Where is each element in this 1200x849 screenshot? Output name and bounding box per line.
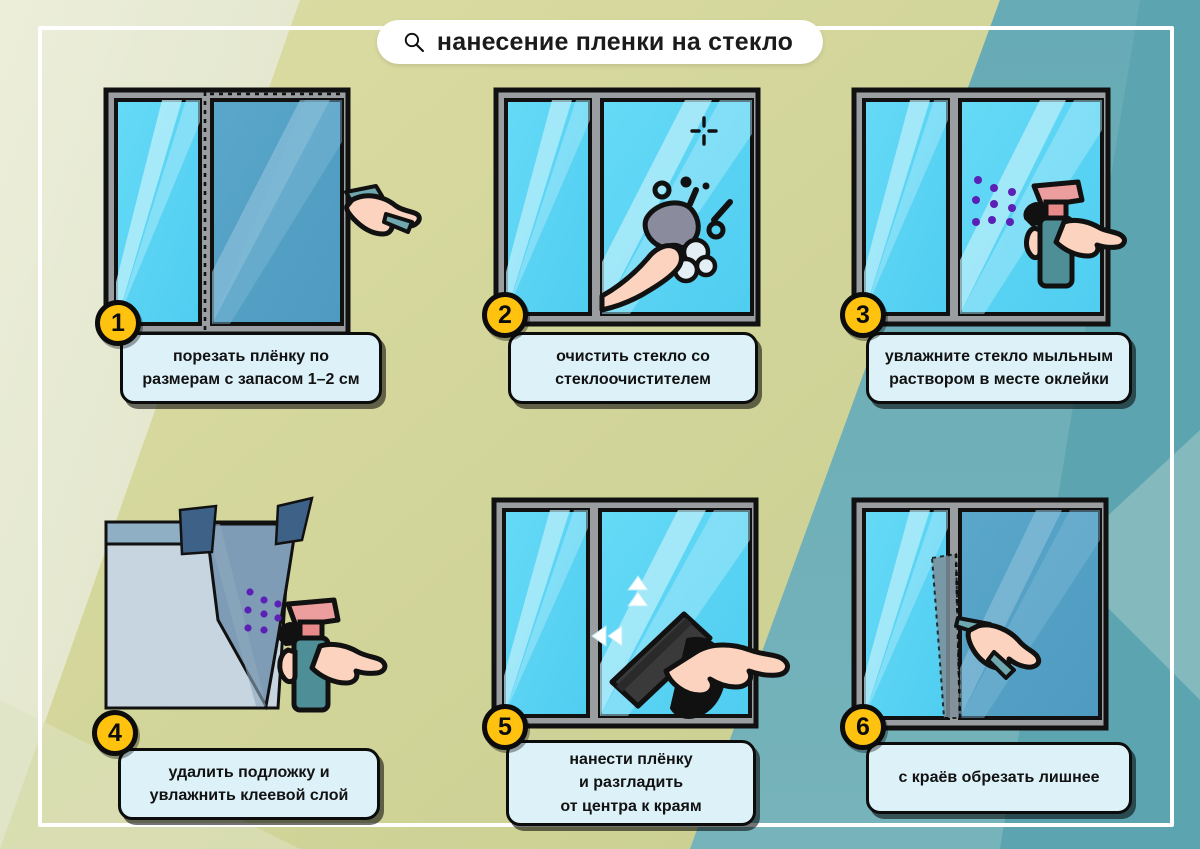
step-3-caption: увлажните стекло мыльным раствором в мес… [866, 332, 1132, 404]
droplets-icon [972, 176, 1016, 226]
step-3-badge: 3 [840, 292, 886, 338]
step-5-caption: нанести плёнку и разгладить от центра к … [506, 740, 756, 826]
arrow-up-icon [627, 575, 649, 607]
step-1-badge: 1 [95, 300, 141, 346]
hand-icon [599, 243, 684, 313]
step-2-caption: очистить стекло со стеклоочистителем [508, 332, 758, 404]
page-title: нанесение пленки на стекло [436, 27, 794, 56]
step-1: 1 порезать плёнку по размерам с запасом … [95, 82, 430, 404]
film-peel-backing-icon [104, 496, 388, 713]
window-clean-sponge-icon [493, 87, 761, 327]
step-3-illustration [848, 82, 1148, 332]
step-5-badge: 5 [482, 704, 528, 750]
window-squeegee-icon [491, 497, 790, 729]
film-overhang-icon [930, 552, 962, 719]
step-4-illustration [100, 496, 400, 735]
hand-icon [1053, 217, 1127, 259]
step-4-badge: 4 [92, 710, 138, 756]
step-6: 6 с краёв обрезать лишнее [840, 492, 1148, 814]
step-4-caption: удалить подложку и увлажнить клеевой сло… [118, 748, 380, 820]
window-trim-edges-icon [851, 497, 1109, 731]
hand-icon [663, 642, 790, 698]
step-2-badge: 2 [482, 292, 528, 338]
foam-bubbles-icon [652, 176, 733, 240]
droplets-icon [244, 588, 282, 634]
step-2: 2 очистить стекло со стеклоочистителем [482, 82, 790, 404]
tape-tab-icon [178, 496, 314, 556]
sparkle-icon [690, 116, 718, 146]
step-1-caption: порезать плёнку по размерам с запасом 1–… [120, 332, 382, 404]
window-spray-icon [851, 87, 1127, 327]
hand-with-cutter-icon [344, 184, 422, 237]
search-icon [404, 32, 425, 53]
hand-with-cutter-icon [954, 616, 1042, 680]
step-6-badge: 6 [840, 704, 886, 750]
step-6-caption: с краёв обрезать лишнее [866, 742, 1132, 814]
arrow-left-icon [591, 625, 623, 647]
window-film-cut-icon [103, 87, 422, 337]
step-1-illustration [100, 82, 430, 342]
step-5-illustration [488, 492, 798, 732]
step-5: 5 нанести плёнку и разгладить от центра … [482, 492, 798, 826]
step-3: 3 увлажните стекло мыльным раствором в м… [840, 82, 1148, 404]
title-pill: нанесение пленки на стекло [376, 20, 824, 64]
step-6-illustration [848, 492, 1148, 732]
squeegee-icon [609, 611, 726, 719]
step-4: 4 удалить подложку и увлажнить клеевой с… [92, 496, 400, 820]
step-2-illustration [490, 82, 790, 332]
hand-icon [309, 641, 388, 686]
